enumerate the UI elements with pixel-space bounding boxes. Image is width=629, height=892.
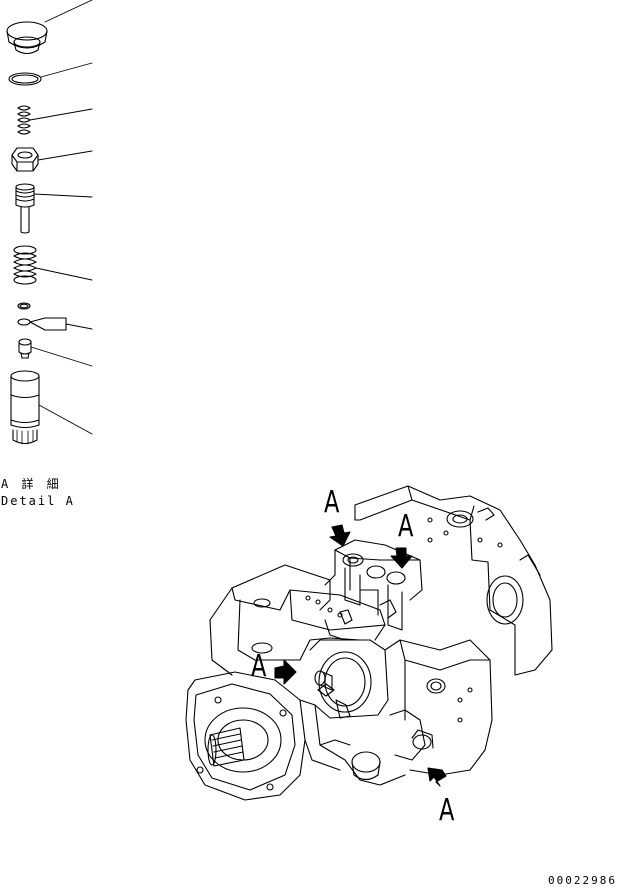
detail-title-jp: A 詳 細	[1, 477, 62, 491]
view-label-a2: A	[398, 509, 414, 544]
view-label-a4: A	[439, 793, 455, 828]
drawing-number: 00022986	[548, 874, 617, 887]
part-spool	[16, 184, 34, 233]
part-o-ring	[9, 73, 41, 85]
part-small-spring	[18, 106, 30, 134]
view-arrow-a4	[428, 768, 446, 786]
view-arrow-a3	[275, 660, 296, 684]
plug-left	[315, 671, 332, 690]
view-label-a3: A	[251, 649, 267, 684]
detail-title-en: Detail A	[1, 494, 75, 508]
leader-lines	[30, 0, 92, 434]
part-large-spring	[14, 246, 36, 284]
pump-assembly	[186, 486, 552, 800]
part-small-o-rings	[18, 303, 66, 330]
view-arrow-a2	[391, 548, 412, 568]
part-hex-nut	[12, 148, 38, 171]
part-cap-plug	[7, 22, 47, 54]
part-poppet	[19, 339, 31, 358]
part-sleeve	[11, 371, 39, 444]
view-arrow-a1	[330, 525, 350, 546]
view-label-a1: A	[324, 485, 340, 520]
